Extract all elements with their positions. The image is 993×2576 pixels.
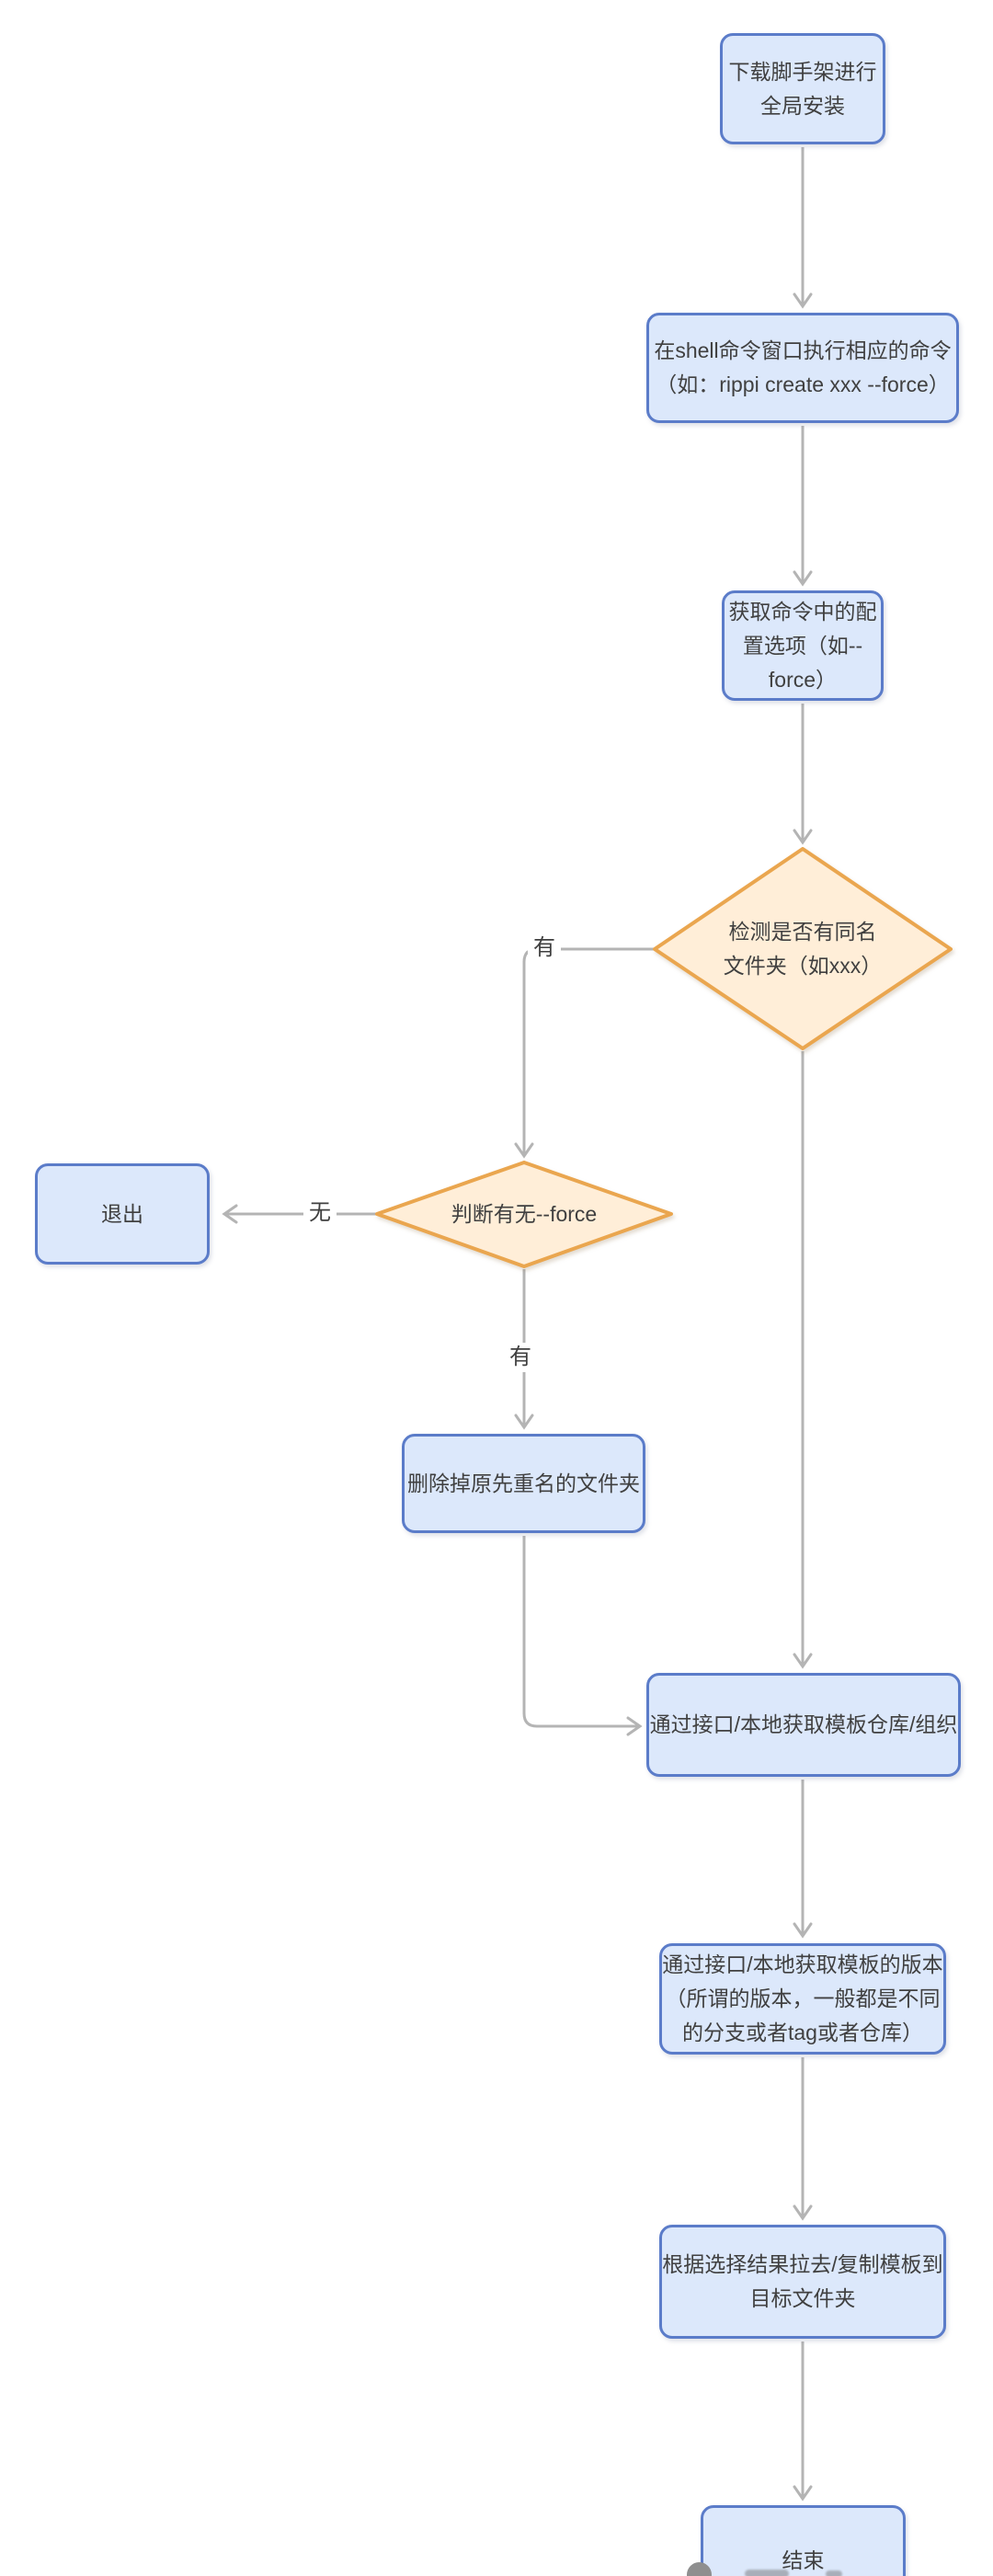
decision-check-same-name-shape[interactable] [653, 847, 953, 1050]
node-delete-folder-label: 删除掉原先重名的文件夹 [407, 1471, 640, 1495]
node-pull-template[interactable]: 根据选择结果拉去/复制模板到 目标文件夹 [659, 2225, 946, 2339]
watermark-text-fragment [745, 2570, 789, 2576]
node-delete-folder[interactable]: 删除掉原先重名的文件夹 [402, 1434, 645, 1533]
edge-label-has-force: 有 [504, 1343, 537, 1372]
decision-check-force-shape[interactable] [375, 1161, 673, 1268]
edge-check-same-name-to-check-force [514, 947, 655, 1159]
node-fetch-version[interactable]: 通过接口/本地获取模板的版本 （所谓的版本，一般都是不同 的分支或者tag或者仓… [659, 1943, 946, 2055]
node-fetch-repo-label: 通过接口/本地获取模板仓库/组织 [649, 1712, 958, 1736]
decision-check-same-name-label: 检测是否有同名 文件夹（如xxx） [723, 920, 883, 978]
decision-check-same-name-label-box: 检测是否有同名 文件夹（如xxx） [688, 895, 918, 1003]
node-start-label: 下载脚手架进行 全局安装 [728, 59, 877, 118]
decision-check-force-label: 判断有无--force [451, 1201, 598, 1226]
edge-delete-folder-to-fetch-repo [522, 1536, 643, 1736]
edge-label-no-force: 无 [303, 1198, 337, 1228]
node-pull-template-label: 根据选择结果拉去/复制模板到 目标文件夹 [662, 2252, 943, 2310]
node-get-options-label: 获取命令中的配 置选项（如-- force） [728, 599, 877, 692]
decision-check-force-label-box: 判断有无--force [405, 1194, 644, 1234]
node-end-label: 结束 [782, 2547, 825, 2572]
node-fetch-repo[interactable]: 通过接口/本地获取模板仓库/组织 [646, 1673, 961, 1777]
node-run-command[interactable]: 在shell命令窗口执行相应的命令 （如：rippi create xxx --… [646, 313, 959, 423]
edge-label-has-same-name: 有 [528, 933, 561, 963]
node-exit-label: 退出 [101, 1201, 143, 1226]
node-fetch-version-label: 通过接口/本地获取模板的版本 （所谓的版本，一般都是不同 的分支或者tag或者仓… [662, 1952, 943, 2044]
node-exit[interactable]: 退出 [35, 1163, 210, 1265]
node-run-command-label: 在shell命令窗口执行相应的命令 （如：rippi create xxx --… [654, 338, 952, 396]
watermark-logo-circle [687, 2562, 712, 2576]
node-start[interactable]: 下载脚手架进行 全局安装 [720, 33, 885, 144]
watermark-text-fragment [826, 2570, 842, 2576]
node-get-options[interactable]: 获取命令中的配 置选项（如-- force） [722, 590, 884, 701]
node-end[interactable]: 结束 [701, 2505, 906, 2576]
